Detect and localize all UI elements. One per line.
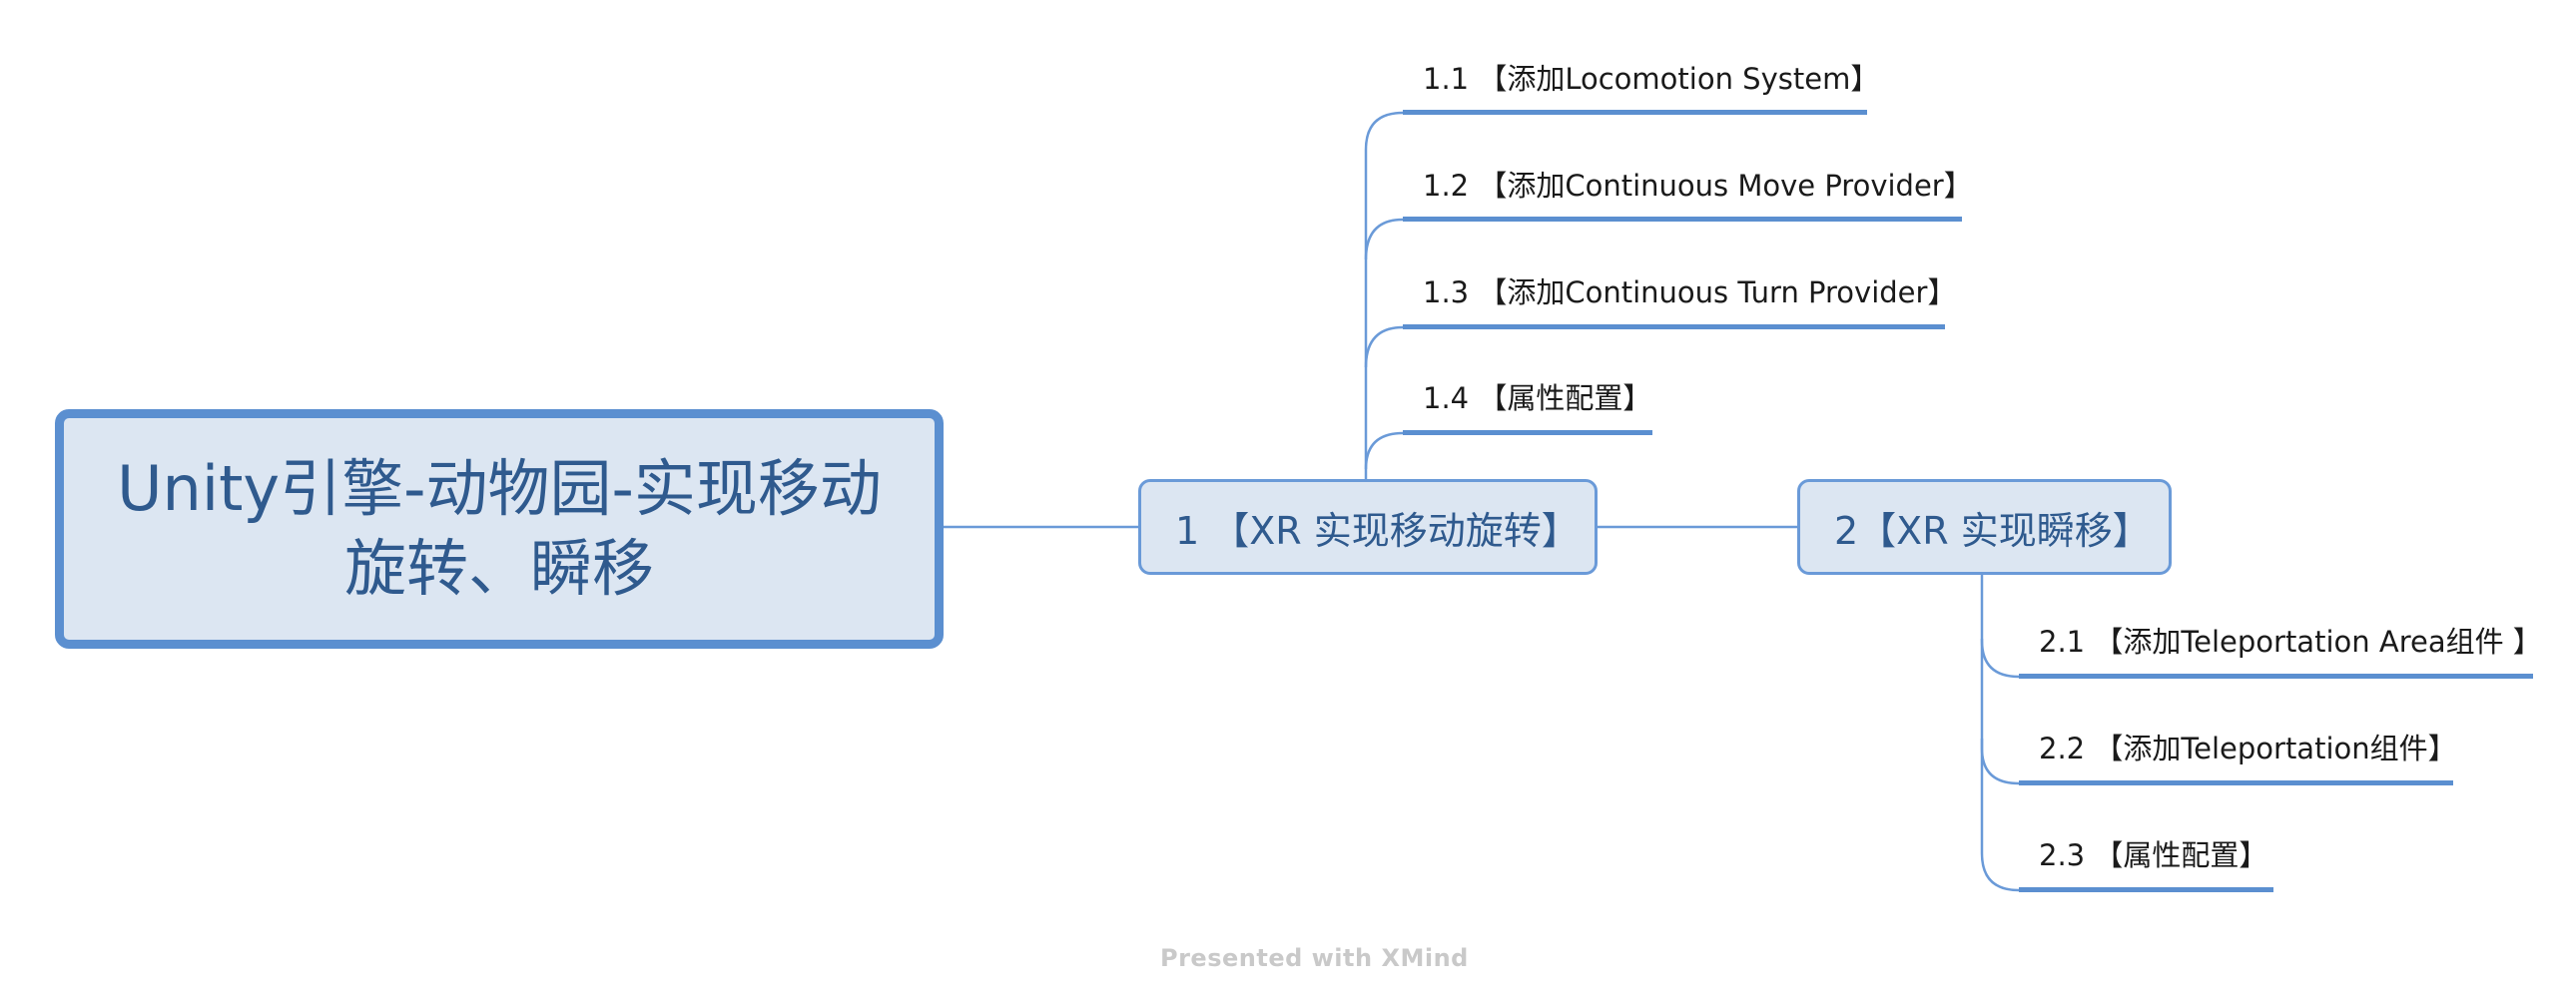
connector-topic-2-sub-2 (1980, 639, 2027, 785)
subtopic-2-2-label: 2.2 【添加Teleportation组件】 (2039, 732, 2457, 765)
connector-topic-1-sub-2 (1364, 218, 1410, 260)
subtopic-2-3-label: 2.3 【属性配置】 (2039, 838, 2268, 872)
connector-topic-2-sub-1 (1980, 575, 2027, 679)
main-topic-1[interactable]: 1 【XR 实现移动旋转】 (1138, 479, 1598, 575)
subtopic-1-4-underline (1403, 430, 1652, 435)
main-topic-2[interactable]: 2【XR 实现瞬移】 (1797, 479, 2172, 575)
central-topic[interactable]: Unity引擎-动物园-实现移动 旋转、瞬移 (55, 409, 944, 649)
main-topic-1-label: 1 【XR 实现移动旋转】 (1175, 508, 1580, 553)
subtopic-2-3-underline (2019, 887, 2273, 892)
subtopic-2-1[interactable]: 2.1 【添加Teleportation Area组件 】 (2039, 621, 2542, 663)
subtopic-1-4[interactable]: 1.4 【属性配置】 (1423, 377, 1651, 419)
footer-watermark: Presented with XMind (1160, 944, 1469, 972)
subtopic-1-2-underline (1403, 217, 1962, 222)
subtopic-1-3-label: 1.3 【添加Continuous Turn Provider】 (1423, 275, 1957, 309)
subtopic-2-1-underline (2019, 674, 2533, 679)
subtopic-1-3[interactable]: 1.3 【添加Continuous Turn Provider】 (1423, 271, 1956, 313)
connector-topic-1-sub-1 (1364, 111, 1410, 479)
main-topic-2-label: 2【XR 实现瞬移】 (1834, 508, 2151, 553)
connector-topic-2-sub-3 (1980, 739, 2027, 892)
central-topic-text: Unity引擎-动物园-实现移动 旋转、瞬移 (117, 449, 882, 609)
connector-topic-1-sub-4 (1364, 431, 1410, 470)
subtopic-2-3[interactable]: 2.3 【属性配置】 (2039, 834, 2267, 876)
subtopic-1-2[interactable]: 1.2 【添加Continuous Move Provider】 (1423, 165, 1973, 207)
central-topic-line-2: 旋转、瞬移 (343, 532, 654, 605)
connector-topic-1-sub-3 (1364, 325, 1410, 368)
subtopic-1-3-underline (1403, 324, 1945, 329)
subtopic-1-1-label: 1.1 【添加Locomotion System】 (1423, 62, 1880, 96)
central-topic-line-1: Unity引擎-动物园-实现移动 (117, 452, 882, 525)
subtopic-2-2[interactable]: 2.2 【添加Teleportation组件】 (2039, 728, 2457, 769)
subtopic-2-1-label: 2.1 【添加Teleportation Area组件 】 (2039, 625, 2542, 659)
subtopic-1-1[interactable]: 1.1 【添加Locomotion System】 (1423, 58, 1879, 100)
subtopic-1-2-label: 1.2 【添加Continuous Move Provider】 (1423, 169, 1973, 203)
subtopic-1-4-label: 1.4 【属性配置】 (1423, 381, 1652, 415)
subtopic-1-1-underline (1403, 110, 1867, 115)
subtopic-2-2-underline (2019, 780, 2453, 785)
